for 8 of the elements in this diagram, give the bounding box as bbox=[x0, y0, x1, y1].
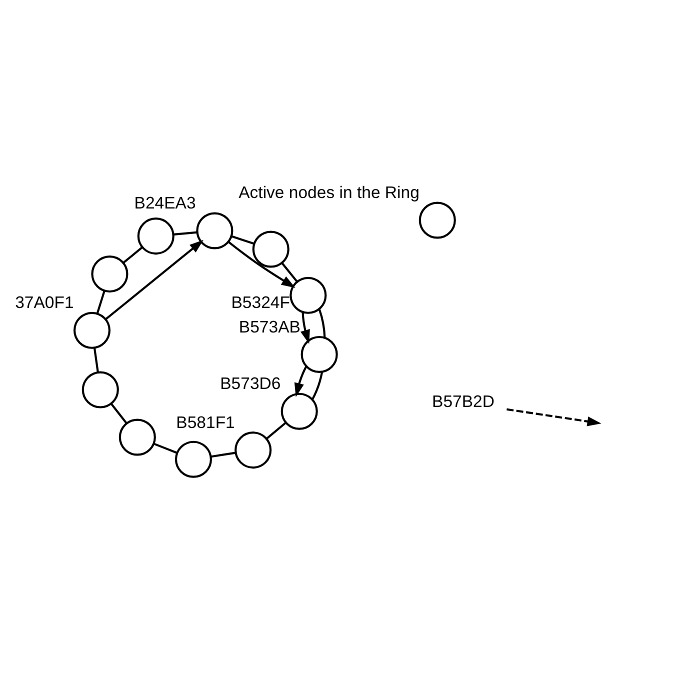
node-label: B24EA3 bbox=[134, 194, 196, 213]
node-label: B581F1 bbox=[176, 412, 235, 432]
node-label: 37A0F1 bbox=[15, 293, 74, 312]
node-label: B5324F bbox=[231, 293, 290, 312]
node-label: Active nodes in the Ring bbox=[238, 183, 420, 202]
node-text: B57B2D bbox=[432, 392, 494, 412]
node-label: B573D6 bbox=[220, 374, 281, 394]
node-label: B573AB bbox=[238, 317, 300, 336]
